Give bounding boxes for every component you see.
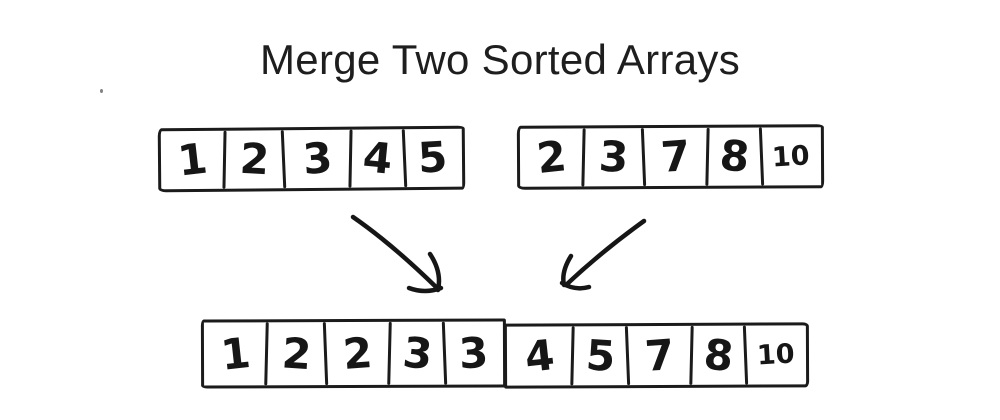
stray-pen-mark	[100, 89, 103, 93]
array-cell: 10	[762, 127, 820, 185]
array-merged: 1 2 2 3 3 4 5 7 8 10	[200, 318, 810, 389]
array-cell: 3	[445, 321, 502, 384]
cell-value: 5	[584, 329, 617, 381]
cell-value: 10	[755, 338, 796, 372]
array-cell: 5	[573, 326, 628, 385]
merged-right-half: 4 5 7 8 10	[503, 322, 810, 389]
array-cell: 7	[628, 326, 692, 385]
arrow-down-right-icon	[350, 214, 444, 294]
cell-value: 3	[300, 132, 334, 185]
array-cell: 2	[267, 322, 326, 385]
array-cell: 3	[584, 128, 644, 186]
array-cell: 2	[225, 130, 285, 189]
cell-value: 3	[457, 327, 490, 378]
array-cell: 8	[692, 326, 746, 385]
array-cell: 5	[405, 129, 462, 187]
cell-value: 3	[597, 131, 631, 183]
cell-value: 8	[702, 328, 737, 381]
merged-left-half: 1 2 2 3 3	[200, 318, 507, 389]
cell-value: 5	[416, 132, 450, 183]
array-right-sorted: 2 3 7 8 10	[516, 124, 825, 190]
cell-value: 2	[238, 133, 271, 185]
array-left-sorted: 1 2 3 4 5	[157, 125, 466, 193]
array-cell: 4	[351, 129, 406, 187]
page-title: Merge Two Sorted Arrays	[260, 36, 740, 83]
cell-value: 3	[400, 326, 435, 379]
array-cell: 7	[644, 128, 708, 186]
cell-value: 1	[175, 133, 211, 186]
cell-value: 8	[718, 130, 753, 182]
array-cell: 1	[161, 131, 226, 190]
cell-value: 4	[522, 329, 558, 382]
cell-value: 2	[534, 131, 570, 184]
cell-value: 7	[659, 130, 693, 182]
array-cell: 4	[507, 326, 573, 385]
array-cell: 3	[284, 130, 352, 189]
cell-value: 2	[341, 327, 375, 379]
array-cell: 2	[520, 128, 584, 186]
cell-value: 2	[280, 327, 313, 379]
arrow-down-left-icon	[559, 218, 647, 291]
cell-value: 1	[218, 327, 253, 380]
cell-value: 4	[361, 132, 395, 184]
cell-value: 10	[771, 139, 811, 173]
array-cell: 10	[746, 325, 805, 384]
array-cell: 3	[390, 322, 445, 385]
array-cell: 2	[326, 322, 390, 385]
array-cell: 1	[204, 322, 267, 385]
array-cell: 8	[708, 128, 762, 186]
cell-value: 7	[643, 329, 677, 381]
